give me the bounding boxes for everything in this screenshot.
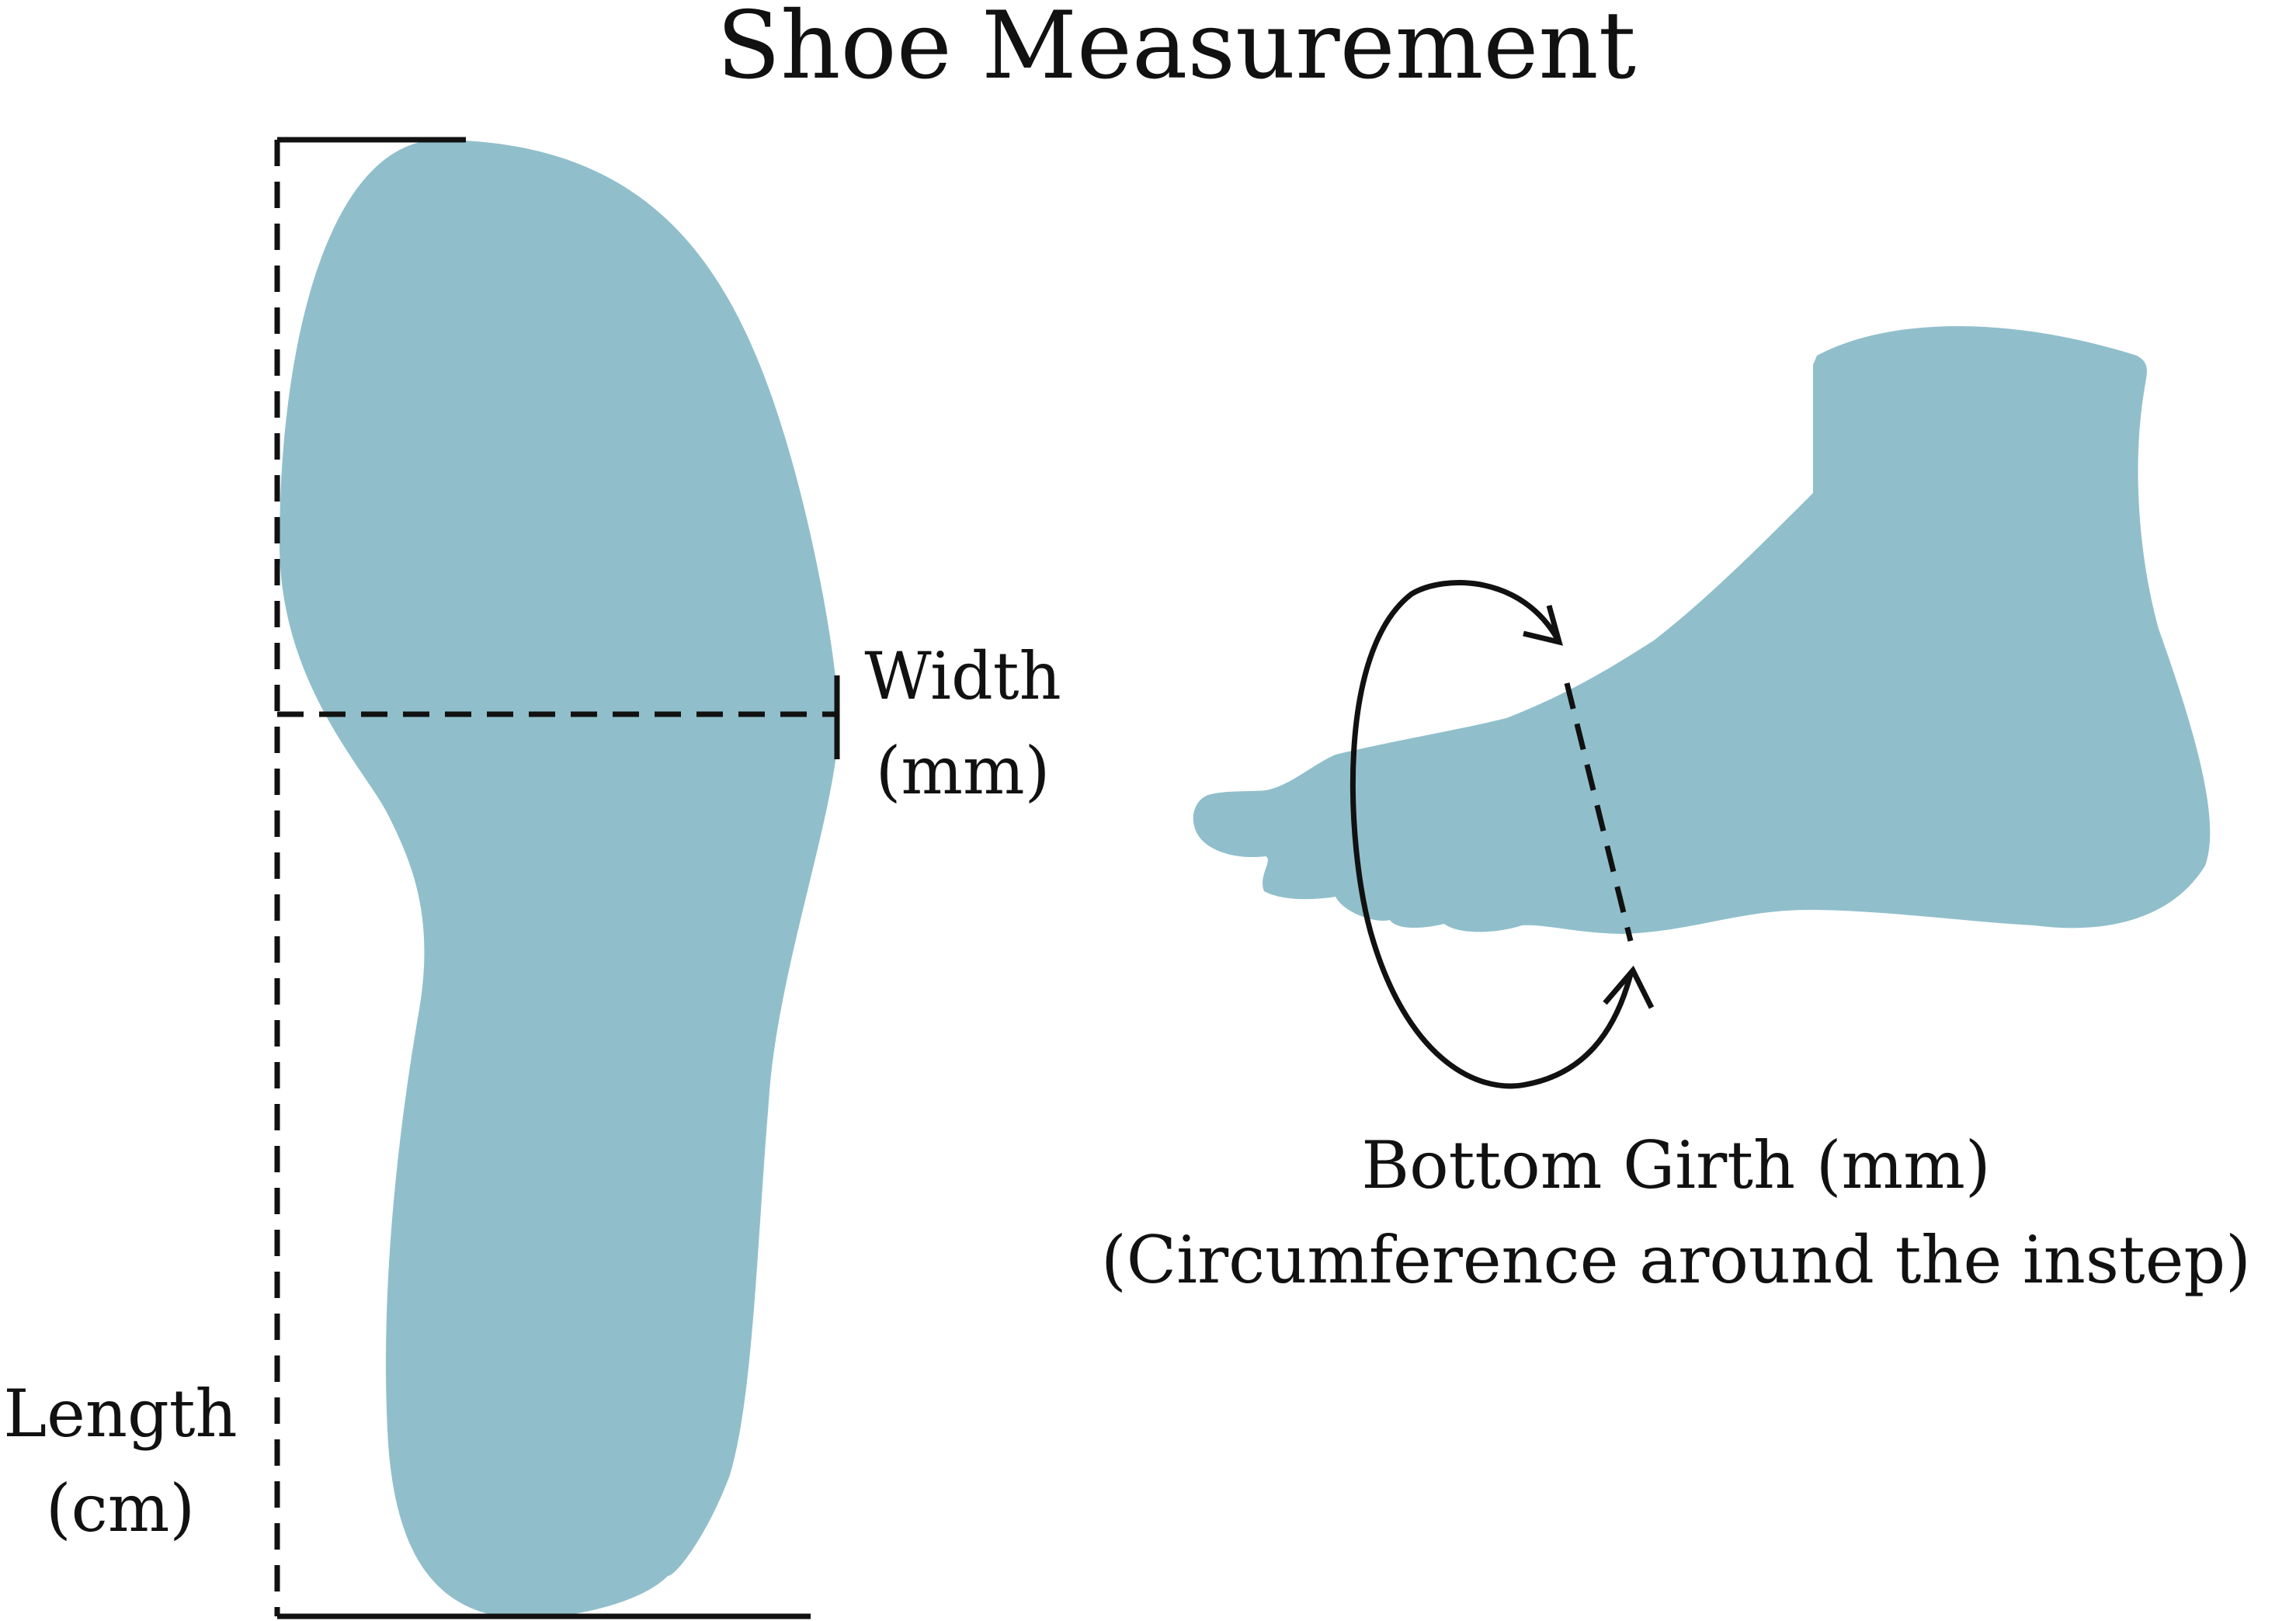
bottom-girth-label-line1: Bottom Girth (mm): [1361, 1127, 1991, 1203]
bottom-girth-label-line2: (Circumference around the instep): [1101, 1222, 2251, 1298]
length-label: Length (cm): [0, 1366, 241, 1556]
foot-side-shape: [1193, 326, 2211, 934]
insole-shape: [280, 140, 839, 1619]
bottom-girth-label: Bottom Girth (mm) (Circumference around …: [1056, 1118, 2296, 1307]
girth-upper-arrowhead: [1523, 605, 1563, 646]
girth-lower-arrowhead: [1603, 965, 1655, 1009]
length-label-line1: Length: [3, 1376, 238, 1452]
length-label-line2: (cm): [45, 1470, 196, 1546]
width-label-line1: Width: [864, 638, 1061, 714]
girth-dashed-line: [1564, 682, 1634, 942]
width-label: Width (mm): [854, 629, 1072, 818]
page-title: Shoe Measurement: [717, 0, 1636, 100]
girth-upper-arc: [1349, 580, 1634, 1089]
width-label-line2: (mm): [875, 733, 1051, 809]
